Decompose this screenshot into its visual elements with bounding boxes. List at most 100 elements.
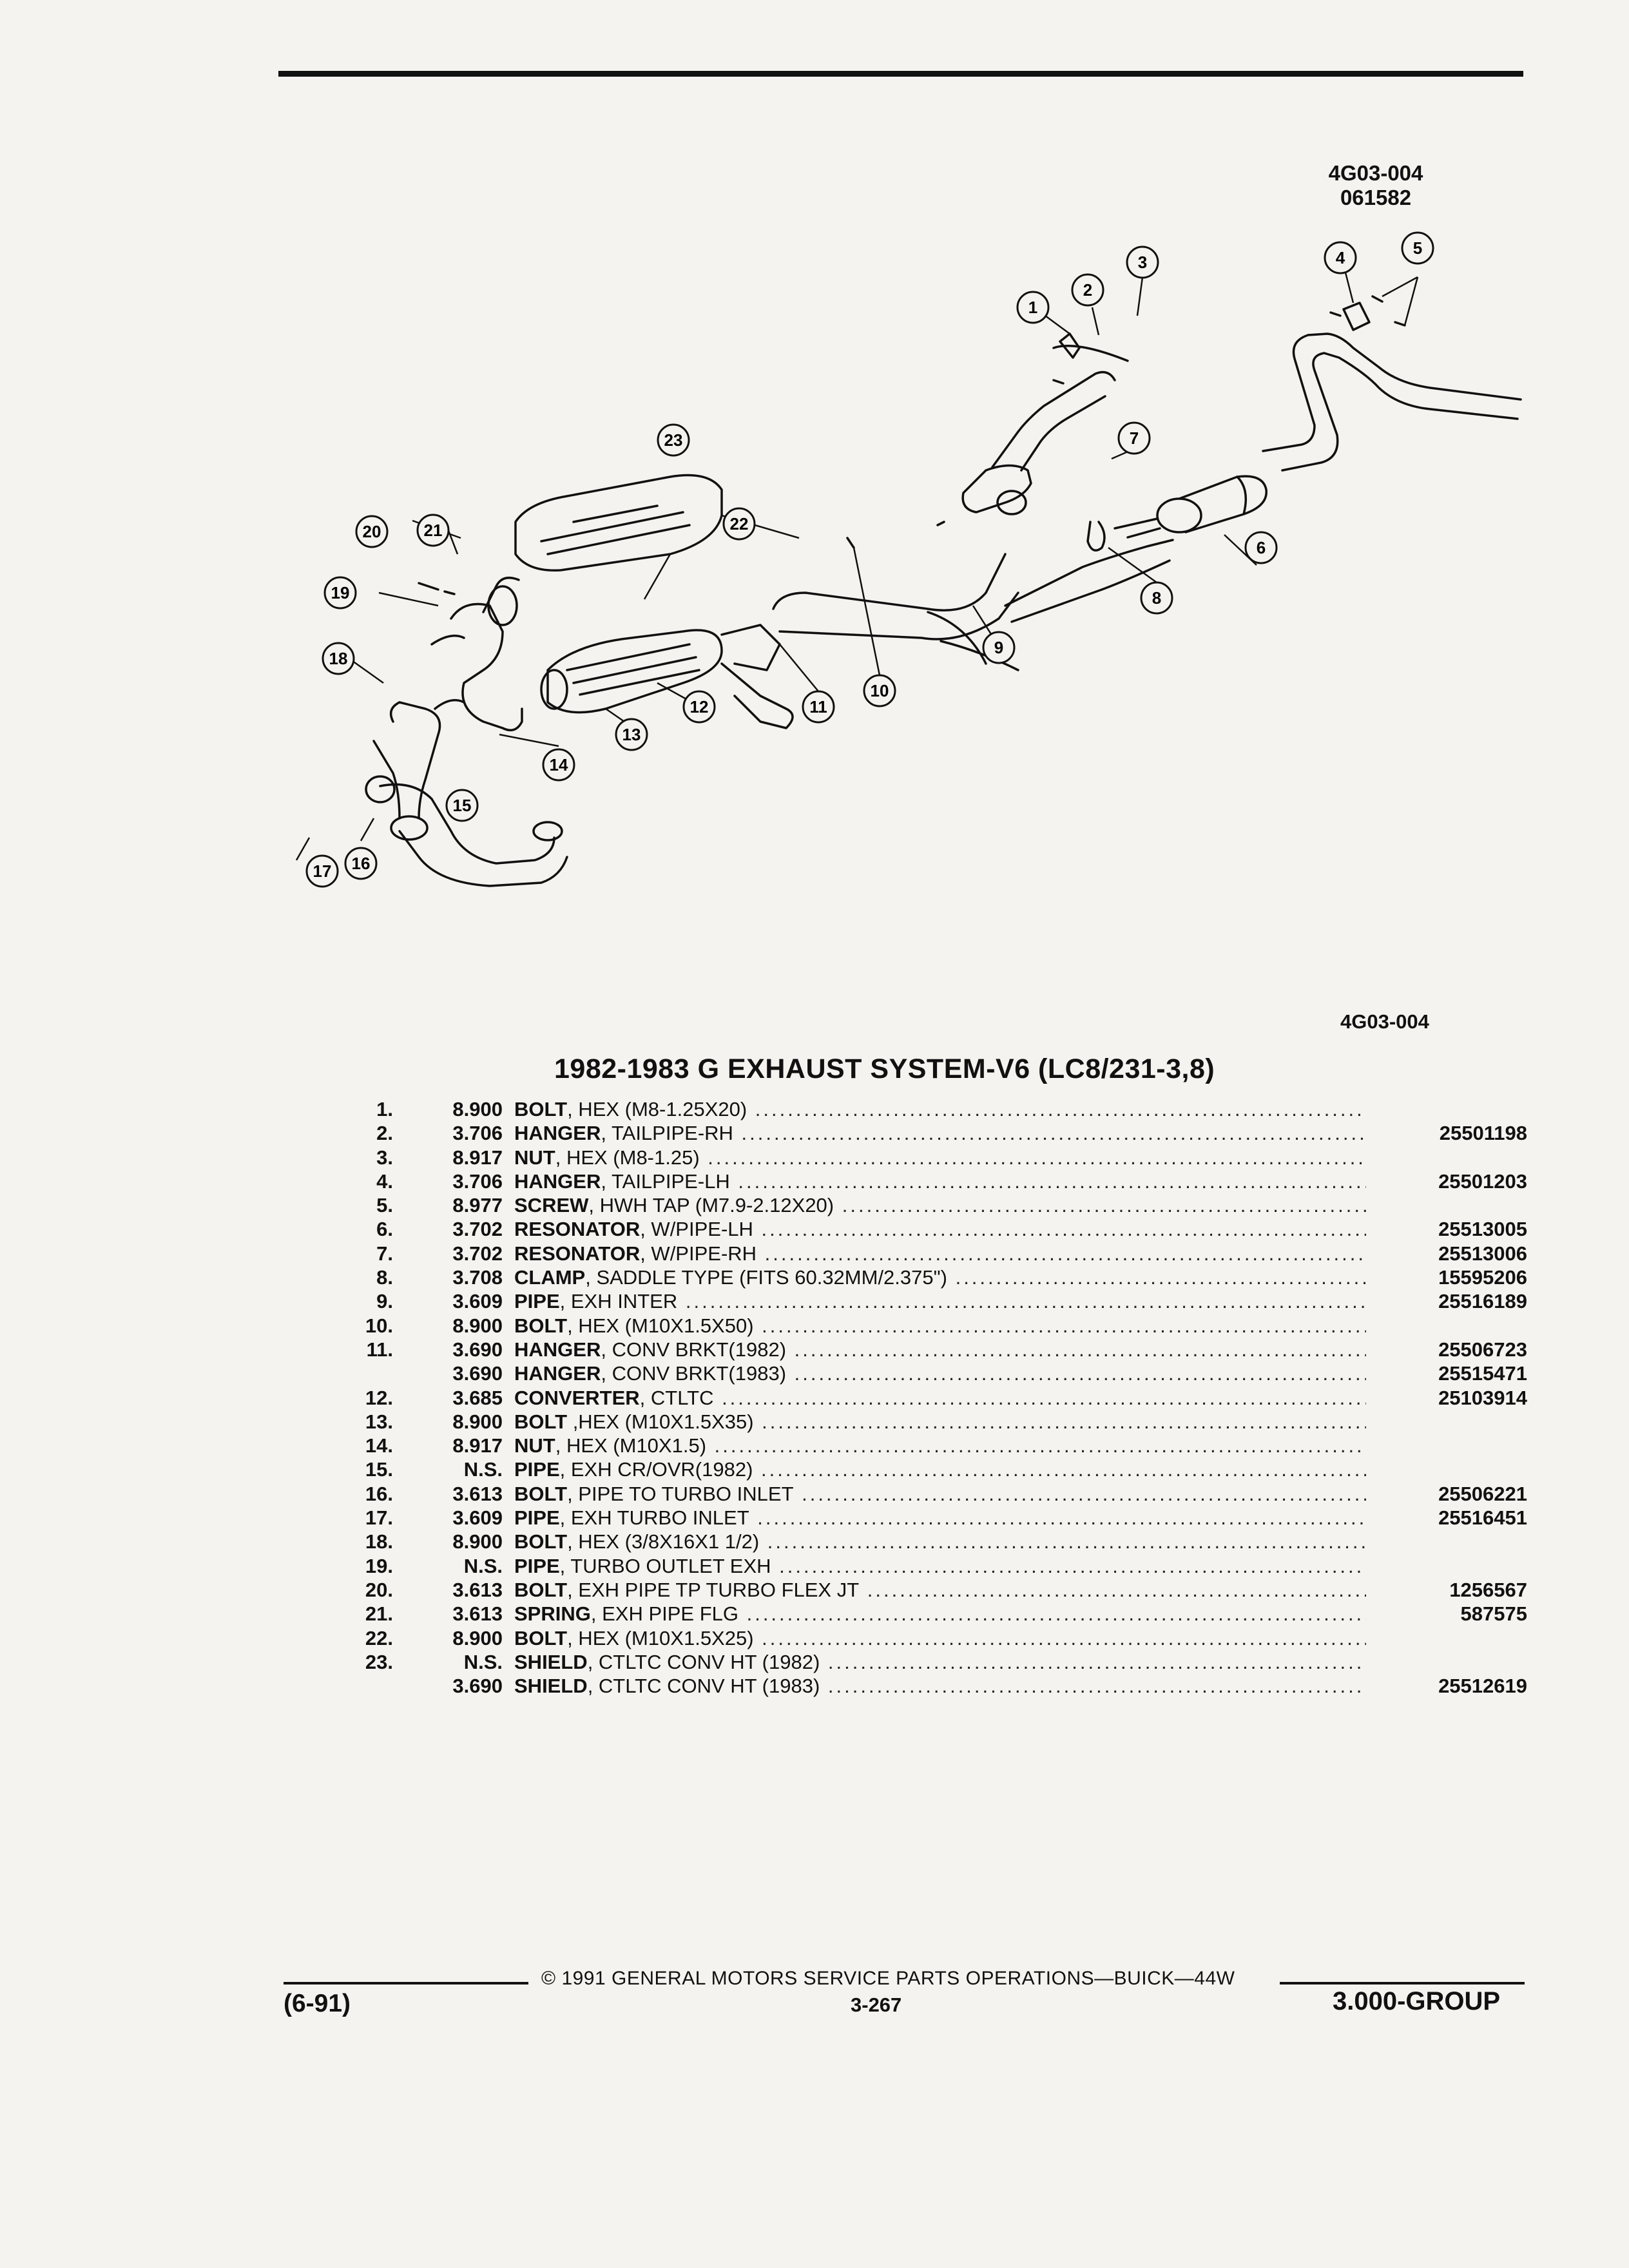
part-description: BOLT, HEX (3/8X16X1 1/2) ...............… [514,1530,1366,1553]
svg-text:18: 18 [329,649,348,668]
dot-leader: ........................................… [762,1626,1366,1649]
item-number: 9. [376,1290,393,1313]
group-number: 8.900 [452,1098,503,1120]
part-description: NUT, HEX (M10X1.5) .....................… [514,1434,1366,1457]
svg-text:21: 21 [424,521,443,540]
part-number: 25516451 [1373,1506,1527,1530]
part-name: PIPE [514,1458,560,1481]
callout-22: 22 [722,507,756,541]
part-description: PIPE, EXH INTER ........................… [514,1289,1366,1313]
callout-3: 3 [1126,245,1159,279]
footer-copyright: © 1991 GENERAL MOTORS SERVICE PARTS OPER… [541,1968,1235,1989]
footer-date: (6-91) [284,1990,351,2017]
part-description: PIPE, EXH TURBO INLET ..................… [514,1506,1366,1530]
dot-leader: ........................................… [762,1314,1366,1337]
part-name: BOLT [514,1578,568,1601]
part-description: BOLT, PIPE TO TURBO INLET ..............… [514,1482,1366,1506]
item-number: 21. [365,1602,393,1626]
part-detail: , HWH TAP (M7.9-2.12X20) [588,1194,834,1217]
callout-9: 9 [982,631,1016,664]
part-name: BOLT [514,1098,568,1120]
item-number: 8. [376,1266,393,1289]
group-number: 3.702 [452,1218,503,1241]
dot-leader: ........................................… [738,1169,1366,1193]
callout-2: 2 [1071,273,1104,307]
part-detail: , EXH CR/OVR(1982) [559,1458,753,1481]
part-description: RESONATOR, W/PIPE-LH ...................… [514,1217,1366,1241]
part-name: NUT [514,1146,555,1169]
dot-leader: ........................................… [767,1530,1366,1553]
dot-leader: ........................................… [685,1290,1366,1313]
part-name: CONVERTER [514,1386,640,1409]
callout-20: 20 [355,515,389,548]
part-name: PIPE [514,1290,560,1313]
part-number: 1256567 [1373,1577,1527,1602]
part-detail: , W/PIPE-RH [640,1242,757,1265]
part-number: 15595206 [1373,1265,1527,1290]
part-detail: , CONV BRKT(1982) [601,1338,787,1361]
svg-text:17: 17 [313,861,332,881]
part-detail: , HEX (3/8X16X1 1/2) [567,1530,760,1553]
part-description: SHIELD, CTLTC CONV HT (1983) ...........… [514,1674,1366,1698]
group-number: 3.690 [452,1362,503,1385]
item-number: 15. [365,1458,393,1481]
group-number: 8.900 [452,1530,503,1553]
part-description: HANGER, TAILPIPE-RH ....................… [514,1121,1366,1145]
hanger-tailpipe-rh [1059,332,1081,359]
dot-leader: ........................................… [867,1578,1366,1601]
tailpipe-lh [1262,332,1522,452]
group-number: 3.613 [452,1482,503,1505]
figure-ref-code: 4G03-004 [1340,1010,1429,1033]
part-detail: , HEX (M10X1.5) [555,1434,707,1457]
part-number: 25501203 [1373,1169,1527,1193]
dot-leader: ........................................… [794,1338,1366,1361]
crossover-pipe [379,783,568,887]
dot-leader: ........................................… [764,1242,1366,1265]
heat-shield [514,474,723,572]
part-detail: , SADDLE TYPE (FITS 60.32MM/2.375") [585,1266,947,1289]
dot-leader: ........................................… [779,1554,1366,1577]
callout-12: 12 [682,690,716,724]
dot-leader: ........................................… [722,1386,1366,1409]
part-detail: , PIPE TO TURBO INLET [567,1482,794,1505]
figure-date-code: 061582 [1340,186,1412,209]
part-detail: , EXH PIPE FLG [590,1602,738,1626]
dot-leader: ........................................… [741,1122,1366,1145]
item-number: 14. [365,1434,393,1457]
group-number: 3.708 [452,1266,503,1289]
part-name: HANGER [514,1338,601,1361]
part-name: CLAMP [514,1266,586,1289]
callout-1: 1 [1016,291,1050,324]
part-number: 25516189 [1373,1289,1527,1314]
part-name: SCREW [514,1194,589,1217]
group-number: N.S. [463,1458,503,1481]
top-rule [278,71,1523,77]
svg-text:4: 4 [1336,248,1345,267]
part-detail: , HEX (M10X1.5X50) [567,1314,754,1337]
part-description: SHIELD, CTLTC CONV HT (1982) ...........… [514,1650,1366,1674]
part-name: SHIELD [514,1650,588,1673]
item-number: 5. [376,1194,393,1217]
part-description: BOLT, HEX (M10X1.5X50) .................… [514,1314,1366,1338]
part-number: 25506723 [1373,1337,1527,1361]
part-description: HANGER, CONV BRKT(1982) ................… [514,1338,1366,1361]
group-number: 8.917 [452,1434,503,1457]
dot-leader: ........................................… [757,1506,1366,1530]
part-name: BOLT [514,1530,568,1553]
item-number: 10. [365,1314,393,1337]
group-number: 3.706 [452,1122,503,1145]
svg-text:8: 8 [1152,588,1161,608]
dot-leader: ........................................… [827,1675,1366,1698]
